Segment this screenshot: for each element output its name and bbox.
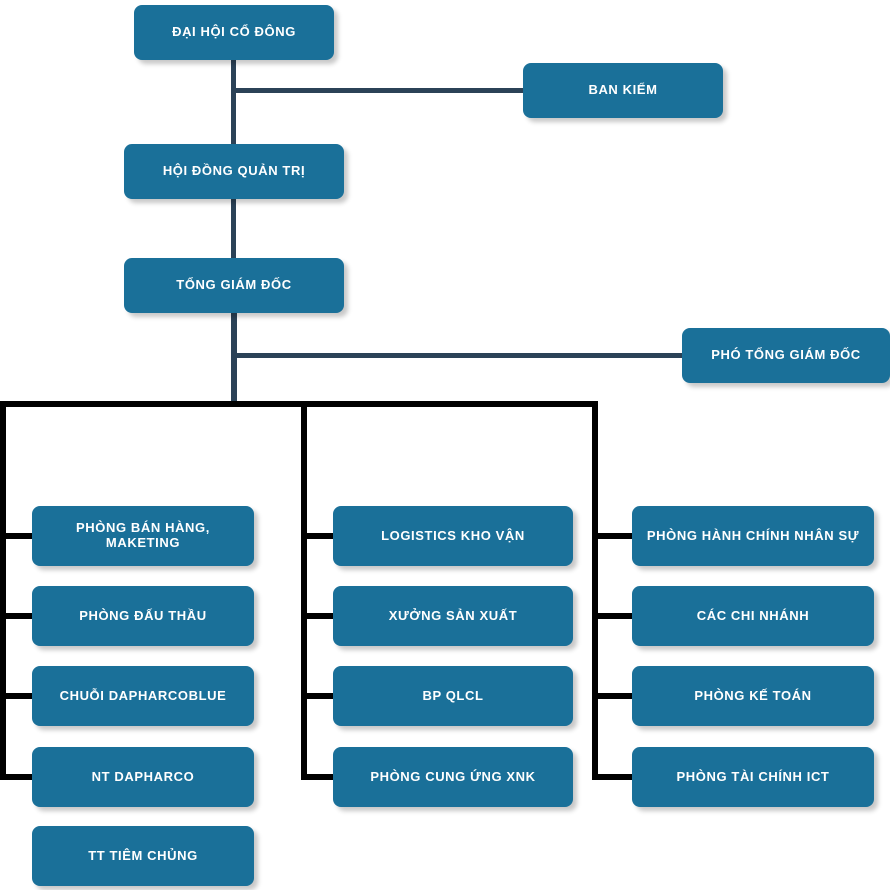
connector-dhcd-to-ban-kiem <box>231 88 524 93</box>
connector-stub-bp-qlcl <box>301 693 337 699</box>
connector-right-column-trunk <box>592 401 598 780</box>
connector-middle-column-trunk <box>301 401 307 780</box>
connector-hdqt-to-tgd <box>231 199 236 261</box>
connector-stub-cac-chi-nhanh <box>592 613 636 619</box>
node-nt-dapharco[interactable]: NT DAPHARCO <box>32 747 254 807</box>
node-logistics-kho-van[interactable]: LOGISTICS KHO VẬN <box>333 506 573 566</box>
connector-stub-phong-ban-hang <box>0 533 36 539</box>
connector-stub-phong-dau-thau <box>0 613 36 619</box>
connector-stub-phong-hanh-chinh <box>592 533 636 539</box>
connector-left-column-trunk <box>0 401 6 780</box>
connector-stub-chuoi-dapharcoblue <box>0 693 36 699</box>
connector-stub-phong-ke-toan <box>592 693 636 699</box>
node-cac-chi-nhanh[interactable]: CÁC CHI NHÁNH <box>632 586 874 646</box>
node-tt-tiem-chung[interactable]: TT TIÊM CHỦNG <box>32 826 254 886</box>
connector-stub-xuong-san-xuat <box>301 613 337 619</box>
node-phong-cung-ung-xnk[interactable]: PHÒNG CUNG ỨNG XNK <box>333 747 573 807</box>
connector-tgd-trunk <box>231 312 237 406</box>
node-chuoi-dapharcoblue[interactable]: CHUỖI DAPHARCOBLUE <box>32 666 254 726</box>
node-phong-dau-thau[interactable]: PHÒNG ĐẤU THẦU <box>32 586 254 646</box>
node-dai-hoi-co-dong[interactable]: ĐẠI HỘI CỔ ĐÔNG <box>134 5 334 60</box>
connector-tgd-to-ptgd <box>231 353 683 358</box>
node-xuong-san-xuat[interactable]: XƯỞNG SẢN XUẤT <box>333 586 573 646</box>
connector-stub-logistics-kho-van <box>301 533 337 539</box>
connector-dhcd-to-hdqt <box>231 60 236 148</box>
connector-main-bus <box>0 401 598 407</box>
node-tong-giam-doc[interactable]: TỔNG GIÁM ĐỐC <box>124 258 344 313</box>
node-bp-qlcl[interactable]: BP QLCL <box>333 666 573 726</box>
connector-stub-phong-tai-chinh-ict <box>592 774 636 780</box>
node-phong-ban-hang-maketing[interactable]: PHÒNG BÁN HÀNG, MAKETING <box>32 506 254 566</box>
connector-stub-nt-dapharco <box>0 774 36 780</box>
node-hoi-dong-quan-tri[interactable]: HỘI ĐỒNG QUẢN TRỊ <box>124 144 344 199</box>
node-phong-tai-chinh-ict[interactable]: PHÒNG TÀI CHÍNH ICT <box>632 747 874 807</box>
node-phong-hanh-chinh-nhan-su[interactable]: PHÒNG HÀNH CHÍNH NHÂN SỰ <box>632 506 874 566</box>
node-ban-kiem[interactable]: BAN KIỂM <box>523 63 723 118</box>
connector-stub-phong-cung-ung-xnk <box>301 774 337 780</box>
node-phong-ke-toan[interactable]: PHÒNG KẾ TOÁN <box>632 666 874 726</box>
node-pho-tong-giam-doc[interactable]: PHÓ TỔNG GIÁM ĐỐC <box>682 328 890 383</box>
